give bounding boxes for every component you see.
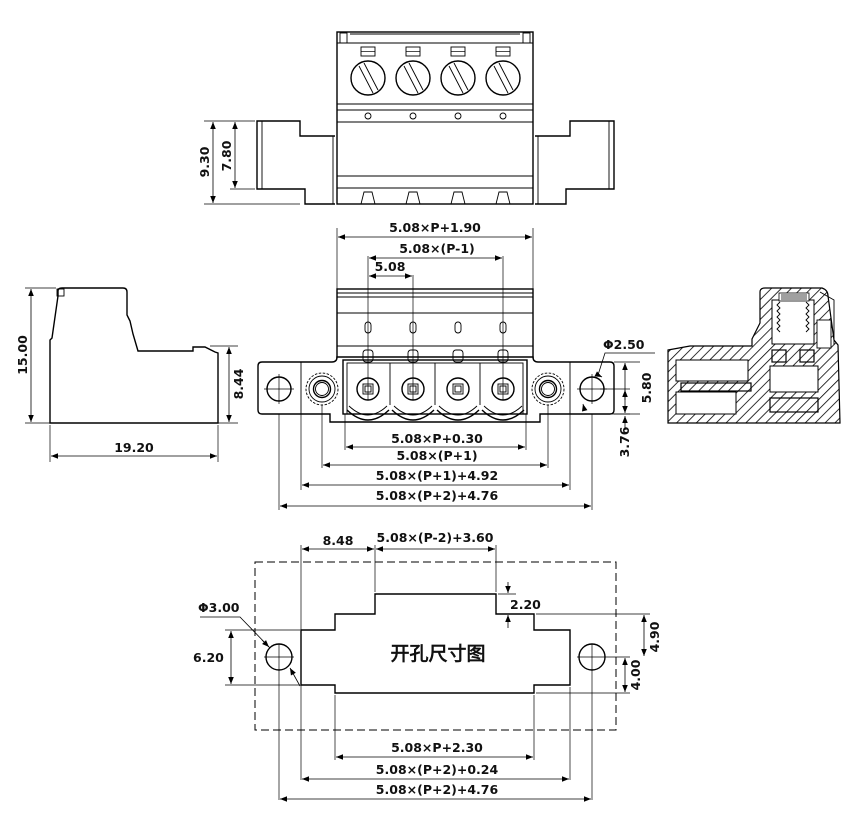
cutout-outline <box>300 593 571 694</box>
dim-label-height-flange: 7.80 <box>219 140 234 171</box>
dim-label-top-overall: 5.08×P+1.90 <box>389 220 481 235</box>
leader-cutout-hole-dia <box>200 616 271 649</box>
screw-terminal <box>350 46 386 205</box>
front-view: 5.08×P+1.90 5.08×(P-1) 5.08 5.08×P+0.30 … <box>257 220 655 510</box>
cutout-boundary <box>254 561 617 731</box>
screw-terminal <box>440 46 476 205</box>
dim-label-row4: 5.08×(P+2)+4.76 <box>376 488 499 503</box>
dim-label-row2: 5.08×(P+1) <box>396 448 477 463</box>
dim-label-height-overall: 9.30 <box>197 146 212 177</box>
top-view: 9.30 7.80 <box>197 31 615 205</box>
leader-hole-dia <box>597 352 655 376</box>
screw-terminal <box>395 46 431 205</box>
dim-label-right-lower: 4.00 <box>628 659 643 690</box>
dim-label-pin-span: 5.08×(P-1) <box>399 241 475 256</box>
cutout-title: 开孔尺寸图 <box>390 642 485 665</box>
dim-label-row1: 5.08×P+0.30 <box>391 431 483 446</box>
top-view-right-flange <box>535 120 615 205</box>
dim-label-cut-row1: 5.08×P+2.30 <box>391 740 483 755</box>
dim-label-cutout-hole-dia: Φ3.00 <box>198 600 240 615</box>
screw-head-icon <box>440 60 476 96</box>
dim-label-flange-height: 5.80 <box>639 372 654 403</box>
dim-label-side-height: 15.00 <box>15 335 30 375</box>
dim-label-hole-dia: Φ2.50 <box>603 337 645 352</box>
side-view-left: 15.00 8.44 19.20 <box>15 287 246 462</box>
dim-label-row3: 5.08×(P+1)+4.92 <box>376 468 498 483</box>
dim-label-left-height: 6.20 <box>193 650 224 665</box>
screw-head-icon <box>395 60 431 96</box>
section-view <box>667 287 841 424</box>
top-view-left-flange <box>256 120 335 205</box>
screw-head-icon <box>485 60 521 96</box>
dim-label-cut-row2: 5.08×(P+2)+0.24 <box>376 762 499 777</box>
dim-label-step-height: 2.20 <box>510 597 541 612</box>
front-view-upper-body <box>336 288 534 360</box>
panel-cutout-view: 开孔尺寸图 8.48 5.08×(P-2)+3.60 2.20 4.90 4.0… <box>193 530 662 802</box>
dim-label-left-step: 8.48 <box>323 533 354 548</box>
side-view-outline <box>49 287 219 424</box>
dim-label-side-flange: 8.44 <box>231 368 246 399</box>
dim-label-right-upper: 4.90 <box>647 621 662 652</box>
dim-label-cut-row3: 5.08×(P+2)+4.76 <box>376 782 499 797</box>
screw-terminal <box>485 46 521 205</box>
dim-label-top-width: 5.08×(P-2)+3.60 <box>377 530 494 545</box>
wire-socket <box>436 321 481 421</box>
dim-label-pitch: 5.08 <box>375 259 406 274</box>
dim-label-side-width: 19.20 <box>114 440 154 455</box>
screw-head-icon <box>350 60 386 96</box>
dim-label-hole-offset: 3.76 <box>617 426 632 457</box>
